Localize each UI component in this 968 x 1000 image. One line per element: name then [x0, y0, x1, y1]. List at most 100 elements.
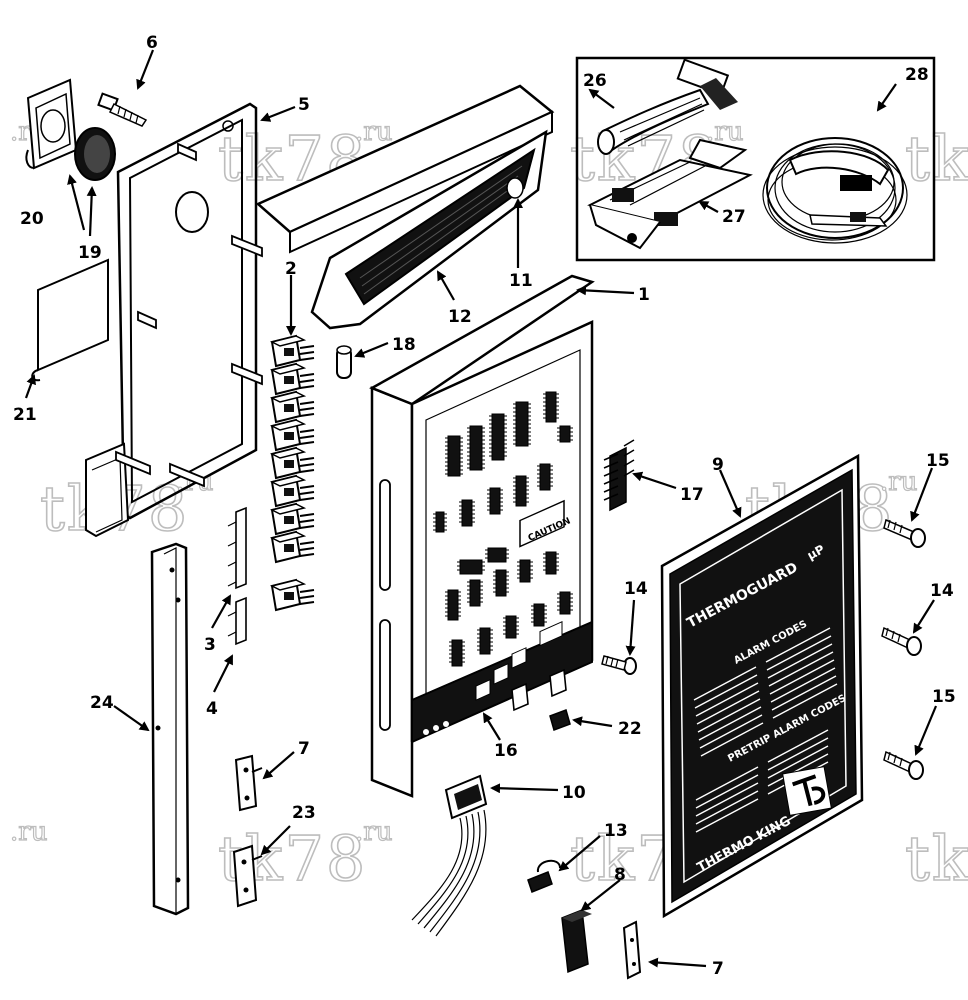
relay [269, 578, 315, 612]
alarm-line [695, 774, 759, 809]
callout-20: 20 [20, 209, 44, 229]
thermo-king-logo [782, 766, 832, 816]
relay [269, 390, 315, 424]
relay [269, 362, 315, 396]
part-24-rail [150, 542, 190, 916]
ic-chip [533, 603, 545, 627]
callout-8: 8 [614, 865, 626, 885]
part-18-spacer [336, 345, 352, 379]
alarm-line [766, 635, 832, 671]
part-1-controller-enclosure: CAUTION [369, 274, 595, 798]
ic-chip [479, 627, 491, 655]
inset-frame [575, 56, 936, 262]
callout-22: 22 [618, 719, 642, 739]
ic-chip [451, 639, 463, 667]
callout-18: 18 [392, 335, 416, 355]
part-11-indicator-lens [506, 177, 524, 199]
ic-chip [559, 425, 571, 443]
part-13-clip [527, 859, 561, 893]
relay [269, 334, 315, 368]
alarm-line [767, 729, 829, 763]
callout-1: 1 [638, 285, 650, 305]
callout-7-upper: 7 [298, 739, 310, 759]
callout-27: 27 [722, 207, 746, 227]
alarm-line [772, 683, 838, 719]
part-4-jumper-bar [227, 596, 247, 646]
callout-17: 17 [680, 485, 704, 505]
watermark-text: tk78 [905, 122, 968, 195]
ic-chip [559, 591, 571, 615]
callout-3: 3 [204, 635, 216, 655]
ic-chip [447, 435, 461, 477]
callout-11: 11 [509, 271, 533, 291]
alarm-line [768, 651, 834, 687]
callout-26: 26 [583, 71, 607, 91]
callout-15-top: 15 [926, 451, 950, 471]
alarm-line [693, 666, 757, 701]
ic-chip [491, 413, 505, 461]
relay [269, 502, 315, 536]
part-22-connector [549, 709, 571, 731]
callout-6: 6 [146, 33, 158, 53]
ic-chip [469, 579, 481, 607]
ic-chip [515, 401, 529, 447]
caution-label [519, 499, 565, 548]
relay [269, 418, 315, 452]
part-20-gasket-plate [25, 78, 78, 170]
ic-chip [519, 559, 531, 583]
part-2-relays [269, 334, 315, 612]
part-26-cable-assembly [597, 58, 738, 155]
ic-chip [505, 615, 517, 639]
frame-standoffs [115, 142, 263, 488]
alarm-line [694, 674, 758, 709]
part-5-mounting-frame [85, 102, 263, 538]
ic-chip [545, 391, 557, 423]
callout-labels: 6 5 2 18 12 11 1 26 28 27 20 19 21 3 4 2… [13, 33, 956, 979]
part-8-block [561, 908, 592, 974]
part-9-front-panel: THERMOGUARD µP ALARM CODES PRETRIP ALARM… [660, 453, 864, 919]
watermark-suffix: .ru [355, 817, 392, 847]
alarm-line [699, 714, 763, 749]
ic-chip [447, 589, 459, 621]
watermark-text: tk78 [905, 822, 968, 895]
alarm-line [695, 682, 759, 717]
part-10-ribbon-cable [411, 774, 488, 937]
callout-23: 23 [292, 803, 316, 823]
callout-10: 10 [562, 783, 586, 803]
callout-14-left: 14 [624, 579, 648, 599]
part-6-screw [97, 92, 148, 127]
callout-12: 12 [448, 307, 472, 327]
ic-chip [545, 551, 557, 575]
callout-14-right: 14 [930, 581, 954, 601]
alarm-line [770, 667, 836, 703]
alarm-line [771, 675, 837, 711]
part-3-jumper-bar [227, 506, 247, 590]
callout-19: 19 [78, 243, 102, 263]
part-15-screw-top [883, 518, 926, 548]
alarm-line [697, 698, 761, 733]
callout-7-lower: 7 [712, 959, 724, 979]
ic-chip [495, 569, 507, 597]
callout-9: 9 [712, 455, 724, 475]
callout-2: 2 [285, 259, 297, 279]
watermark-suffix: .ru [880, 467, 917, 497]
ic-chip [515, 475, 527, 507]
part-27-edge-connector [587, 138, 753, 250]
relay [269, 446, 315, 480]
relay [269, 530, 315, 564]
leader-arrows [24, 49, 938, 968]
ic-chip [435, 511, 445, 533]
callout-4: 4 [206, 699, 218, 719]
ic-chip [539, 463, 551, 491]
part-7-bracket [234, 754, 263, 812]
part-17-pin-header [603, 439, 635, 512]
part-14-screw-left [601, 655, 637, 675]
alarm-line [767, 753, 829, 787]
alarm-line [695, 766, 759, 801]
pcb-chips [433, 391, 573, 667]
ic-chip [461, 499, 473, 527]
ic-chip [489, 487, 501, 515]
alarm-line [767, 745, 829, 779]
alarm-line [696, 690, 760, 725]
